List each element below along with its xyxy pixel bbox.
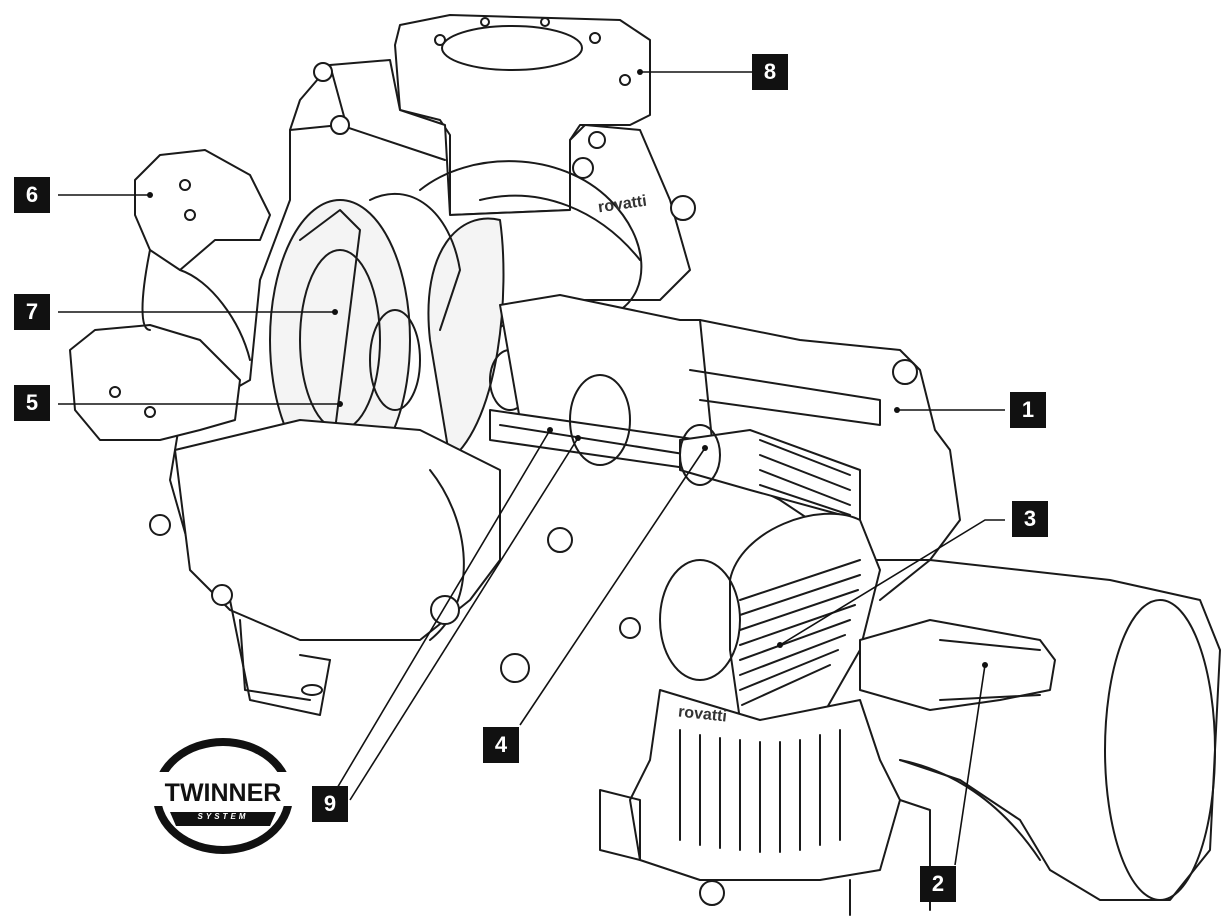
leader-line-3	[779, 519, 1005, 646]
drive-shaft-shape	[859, 559, 1221, 901]
leader-line-9a	[329, 429, 551, 801]
leader-line-9b	[349, 437, 579, 801]
leader-lines	[58, 71, 1005, 866]
callout-9: 9	[312, 786, 348, 822]
lower-casing-shape	[174, 419, 501, 716]
callout-4: 4	[483, 727, 519, 763]
callout-8: 8	[752, 54, 788, 90]
callout-6: 6	[14, 177, 50, 213]
shaft-shapes	[489, 374, 861, 521]
logo-subtitle: SYSTEM	[197, 812, 249, 821]
leader-dots	[147, 69, 988, 668]
rotor-shapes	[269, 192, 531, 481]
callout-5: 5	[14, 385, 50, 421]
callout-2: 2	[920, 866, 956, 902]
logo-wordmark: TWINNER	[164, 779, 282, 807]
twinner-logo-artwork	[150, 738, 296, 854]
gearbox-shape	[599, 689, 931, 916]
leader-line-4	[519, 447, 706, 726]
inlet-flange-shape	[69, 149, 271, 441]
callout-1: 1	[1010, 392, 1046, 428]
callout-3: 3	[1012, 501, 1048, 537]
leader-line-2	[954, 664, 986, 866]
bolt-shapes	[149, 62, 725, 906]
twinner-logo: TWINNER SYSTEM	[150, 735, 296, 857]
callout-7: 7	[14, 294, 50, 330]
gear-shape	[659, 512, 881, 731]
